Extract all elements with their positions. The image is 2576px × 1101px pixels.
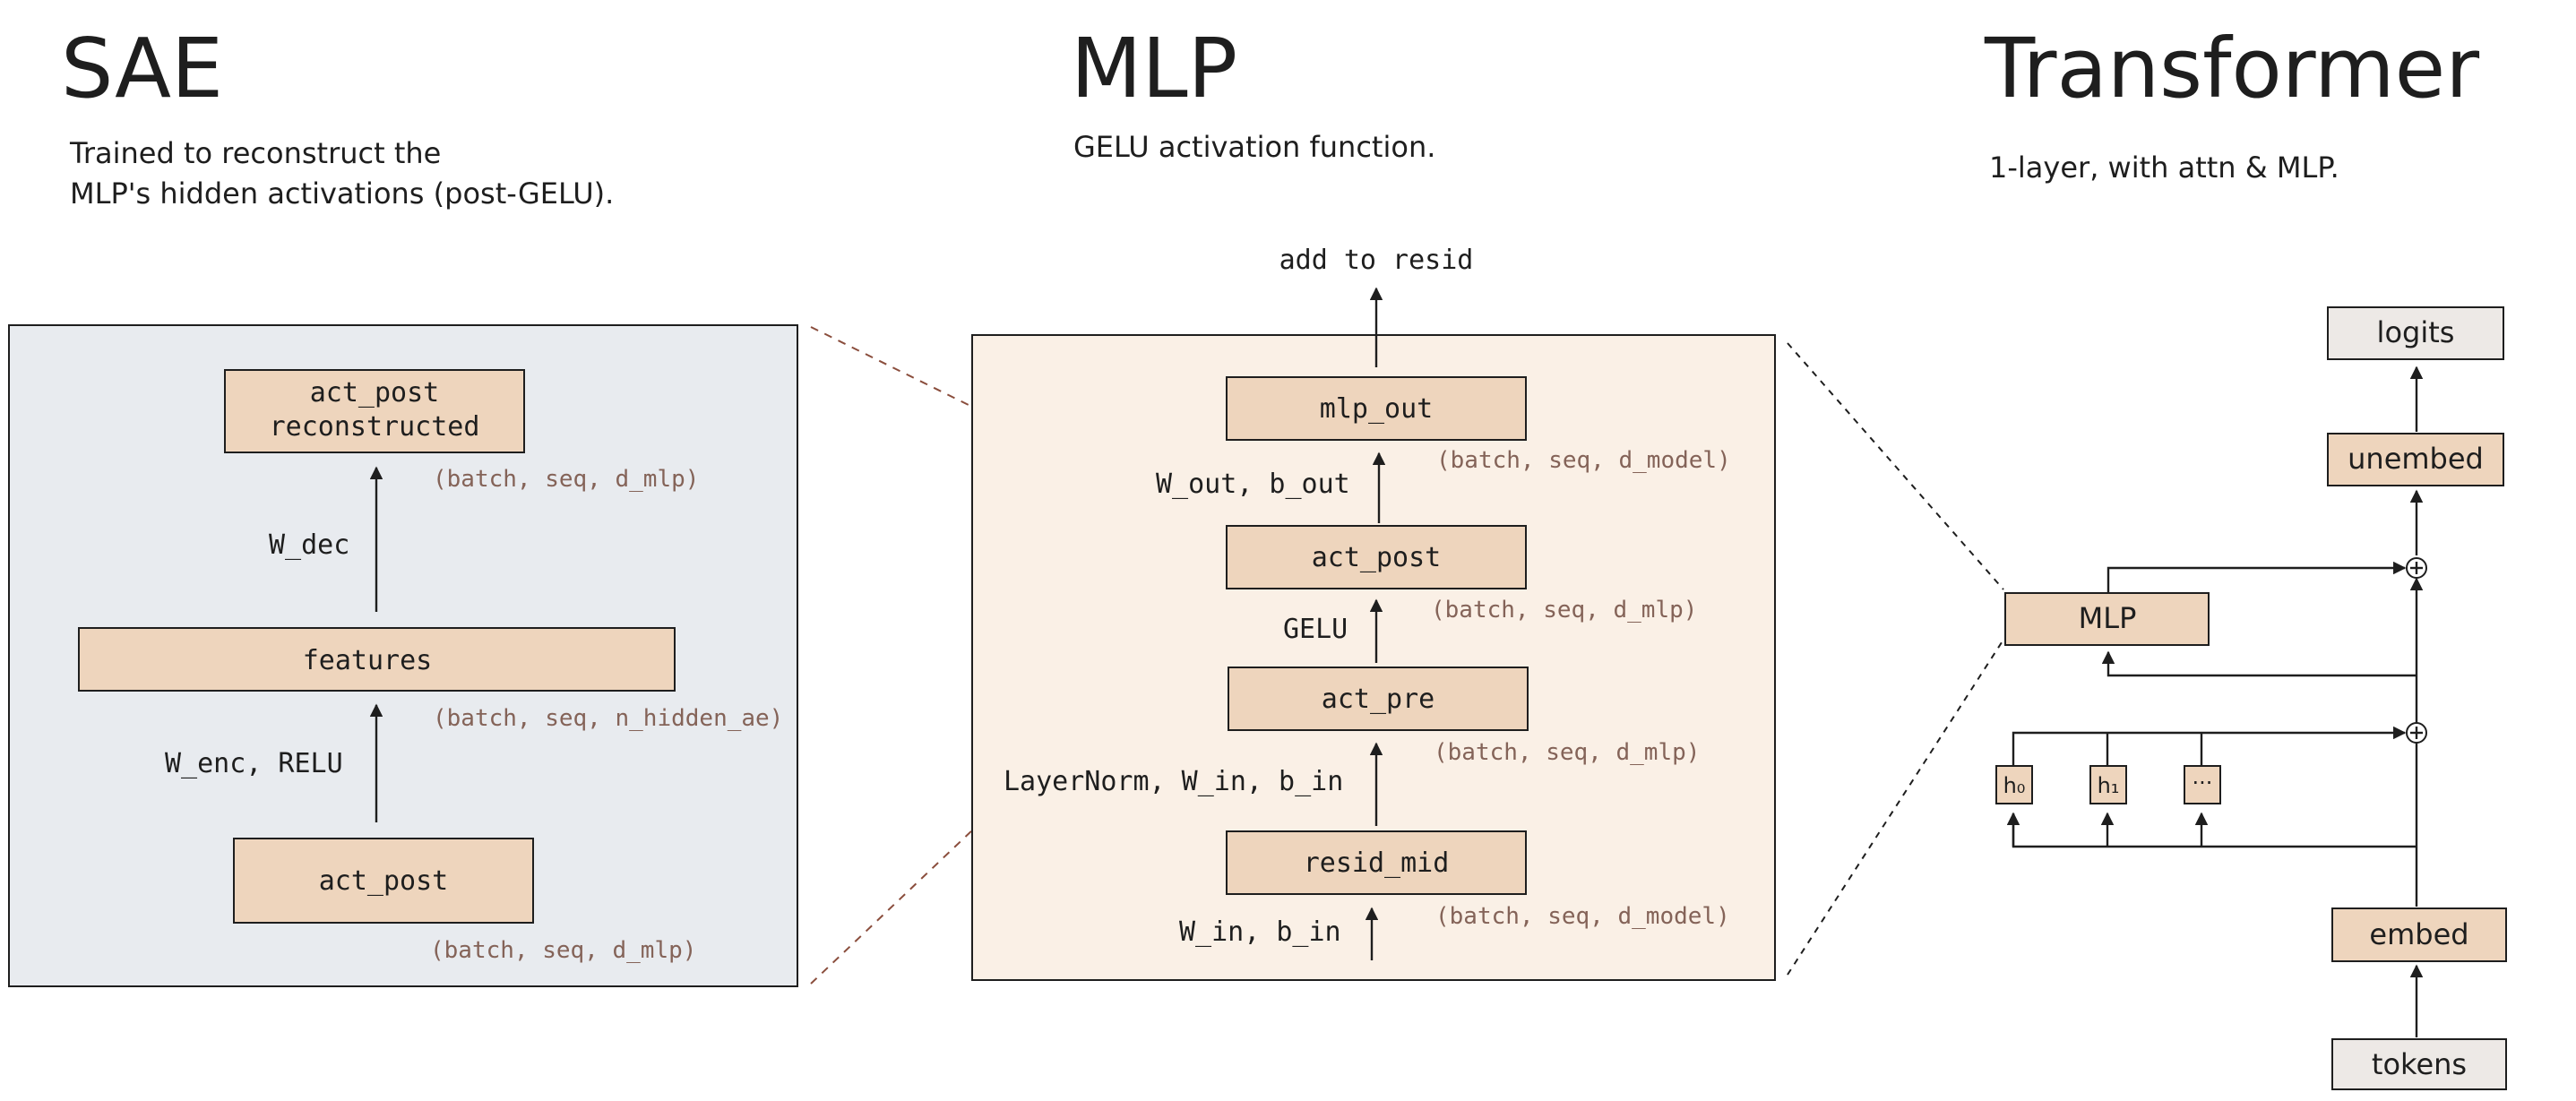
mlp-edge-input-label: W_in, b_in [1179,916,1341,948]
attn-input-bus [2012,813,2417,848]
sae-panel: act_post reconstructed (batch, seq, d_ml… [8,324,798,987]
mlp-shape-act-pre: (batch, seq, d_mlp) [1434,739,1700,766]
transformer-node-hdots [2184,765,2221,804]
mlp-node-resid-mid-label: resid_mid [1304,847,1450,879]
transformer-node-mlp-label: MLP [2079,601,2137,635]
mlp-node-mlp-out-label: mlp_out [1320,393,1433,425]
sae-node-act-post-label: act_post [319,865,449,897]
sae-shape-act-post: (batch, seq, d_mlp) [430,937,696,964]
sae-header: SAE Trained to reconstruct the MLP's hid… [61,21,614,211]
transformer-node-unembed-label: unembed [2348,442,2484,476]
sae-node-act-post-reconstructed [224,369,525,453]
zoom-line-mlp-bottom [1787,639,2004,976]
mlp-edge-out-label: W_out, b_out [1156,469,1350,500]
transformer-node-mlp [2004,592,2210,646]
transformer-diagram: tokens embed h₀ h₁ ··· MLP unembed [1995,306,2507,1090]
transformer-header: Transformer 1-layer, with attn & MLP. [1984,21,2479,185]
sae-node-features [78,627,676,692]
mlp-header: MLP GELU activation function. [1071,21,1435,164]
transformer-title: Transformer [1984,21,2479,116]
sae-node-act-post [233,838,534,924]
transformer-node-tokens [2331,1038,2507,1090]
sae-shape-features: (batch, seq, n_hidden_ae) [433,705,783,732]
mlp-node-resid-mid [1226,830,1527,895]
sae-edge-dec-label: W_dec [269,529,349,561]
mlp-node-act-pre [1228,667,1529,731]
sae-title: SAE [61,21,223,116]
sae-shape-reconstructed: (batch, seq, d_mlp) [433,466,699,493]
mlp-description: GELU activation function. [1073,130,1435,164]
transformer-node-h1-label: h₁ [2098,773,2120,798]
transformer-node-embed [2331,907,2507,962]
transformer-description: 1-layer, with attn & MLP. [1989,151,2339,185]
mlp-title: MLP [1071,21,1237,116]
mlp-edge-in-label: LayerNorm, W_in, b_in [1004,766,1343,797]
mlp-shape-mlp-out: (batch, seq, d_model) [1436,447,1731,474]
mlp-input-path [2101,650,2417,677]
transformer-node-h0 [1995,765,2033,804]
sae-node-act-post-reconstructed-label-line2: reconstructed [270,411,480,443]
sae-edge-enc-label: W_enc, RELU [165,748,343,779]
mlp-output-label: add to resid [1279,245,1474,276]
sae-description-line2: MLP's hidden activations (post-GELU). [70,176,614,211]
transformer-node-tokens-label: tokens [2372,1047,2467,1081]
sae-node-features-label: features [303,645,433,676]
transformer-node-logits-label: logits [2377,315,2455,349]
mlp-node-act-post-label: act_post [1312,542,1442,573]
mlp-node-mlp-out [1226,376,1527,441]
mlp-node-act-post [1226,525,1527,589]
mlp-node-act-pre-label: act_pre [1322,684,1434,715]
mlp-panel: add to resid mlp_out (batch, seq, d_mode… [971,245,1776,981]
transformer-node-unembed [2327,433,2504,486]
mlp-shape-resid-mid: (batch, seq, d_model) [1435,903,1730,930]
attn-output-bus [2012,731,2201,766]
transformer-node-h1 [2089,765,2127,804]
sae-description-line1: Trained to reconstruct the [69,136,441,170]
transformer-node-h0-label: h₀ [2003,773,2026,798]
mlp-edge-gelu-label: GELU [1283,614,1348,645]
transformer-node-embed-label: embed [2369,917,2468,951]
mlp-output-path [2106,561,2407,593]
mlp-shape-act-post: (batch, seq, d_mlp) [1431,597,1697,624]
zoom-line-mlp-top [1787,342,2004,590]
transformer-node-hdots-label: ··· [2193,770,2213,796]
transformer-node-logits [2327,306,2504,360]
sae-node-act-post-reconstructed-label-line1: act_post [310,377,440,409]
